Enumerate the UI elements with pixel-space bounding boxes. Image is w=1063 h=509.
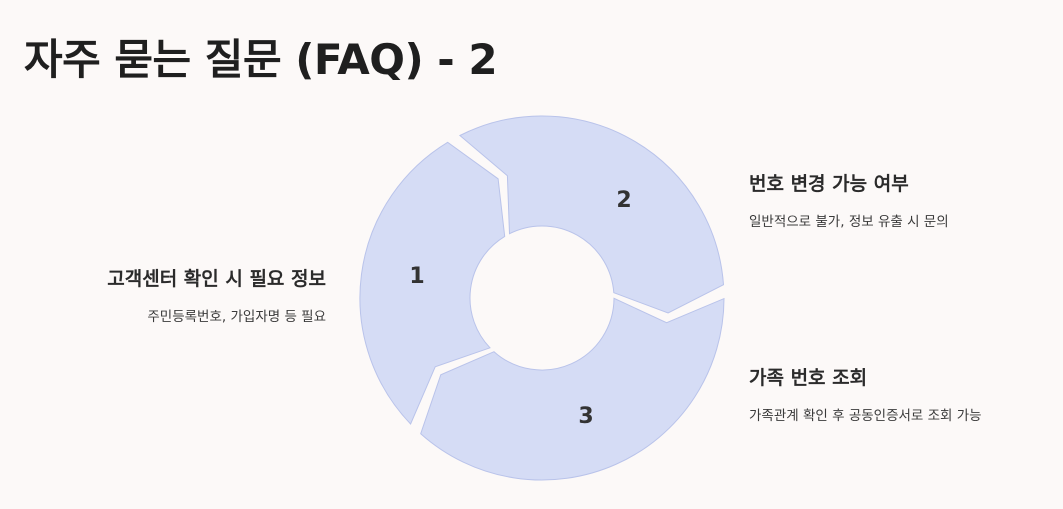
page-title: 자주 묻는 질문 (FAQ) - 2: [24, 35, 498, 84]
segment-number-1: 1: [409, 264, 424, 289]
item-2-description: 일반적으로 불가, 정보 유출 시 문의: [749, 214, 949, 230]
segment-number-3: 3: [578, 404, 593, 429]
item-1-description: 주민등록번호, 가입자명 등 필요: [147, 309, 326, 325]
item-3: 가족 번호 조회 가족관계 확인 후 공동인증서로 조회 가능: [749, 363, 982, 424]
cycle-segment-3: [420, 297, 725, 481]
cycle-segment-2: [459, 115, 725, 314]
segment-number-2: 2: [616, 188, 631, 213]
item-1: 고객센터 확인 시 필요 정보 주민등록번호, 가입자명 등 필요: [107, 264, 326, 325]
item-3-description: 가족관계 확인 후 공동인증서로 조회 가능: [749, 408, 982, 424]
item-1-heading: 고객센터 확인 시 필요 정보: [107, 268, 326, 290]
cycle-segment-1: [359, 141, 506, 425]
item-2-heading: 번호 변경 가능 여부: [749, 173, 909, 195]
item-2: 번호 변경 가능 여부 일반적으로 불가, 정보 유출 시 문의: [749, 169, 949, 230]
item-3-heading: 가족 번호 조회: [749, 367, 868, 389]
